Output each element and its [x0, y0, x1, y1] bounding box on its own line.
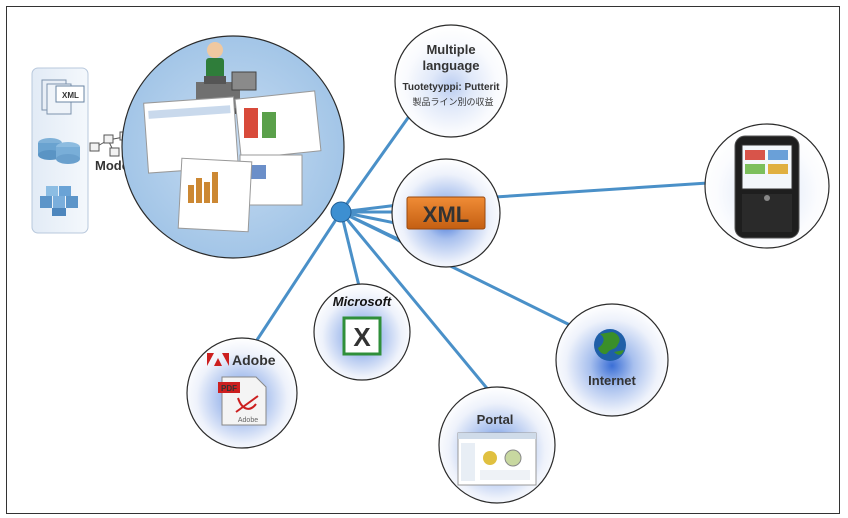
internet-bubble: Internet	[555, 303, 669, 417]
smartphone-icon	[734, 135, 800, 239]
internet-label: Internet	[588, 373, 636, 388]
diagram-frame	[6, 6, 840, 514]
adobe-pdf-bubble: Adobe PDF Adobe	[186, 337, 298, 449]
model-repository: XML	[31, 67, 89, 234]
connector-spoke-1	[340, 210, 401, 242]
database-cylinders-icon	[38, 138, 80, 164]
multiple-language-title-line2: language	[422, 58, 479, 73]
connector-to-portal	[339, 211, 497, 399]
portal-screenshot-icon	[457, 432, 537, 486]
multiple-language-title-line1: Multiple	[426, 42, 475, 57]
blackberry-bubble	[704, 123, 830, 249]
adobe-logo-icon	[207, 353, 229, 366]
microsoft-excel-bubble: Microsoft X	[313, 283, 411, 381]
connector-to-multiple-language	[339, 114, 412, 213]
pdf-label: PDF	[221, 384, 237, 393]
excel-icon	[342, 316, 382, 356]
pdf-document-icon: PDF Adobe	[218, 376, 267, 426]
adobe-small-label: Adobe	[238, 417, 258, 424]
japanese-sample-text: 製品ライン別の収益	[412, 96, 493, 108]
microsoft-label: Microsoft	[333, 294, 392, 309]
connector-xml-to-blackberry	[494, 181, 709, 199]
excel-letter: X	[353, 322, 371, 352]
adobe-label: Adobe	[232, 352, 276, 368]
analytics-bubble	[121, 35, 345, 259]
portal-bubble: Portal	[438, 386, 556, 504]
report-screens-icon	[143, 90, 322, 233]
multiple-language-bubble: Multiple language Tuotetyyppi: Putterit …	[394, 24, 508, 138]
finnish-sample-text: Tuotetyyppi: Putterit	[402, 82, 500, 93]
cube-stack-icon	[40, 186, 78, 216]
connector-to-adobe	[253, 211, 343, 344]
connector-to-microsoft	[339, 211, 362, 291]
xml-documents-icon: XML	[41, 79, 85, 115]
xml-badge	[406, 196, 486, 230]
globe-icon	[594, 329, 626, 361]
xml-small-label: XML	[62, 91, 79, 100]
connection-hub	[330, 201, 352, 223]
xml-bubble: XML	[391, 158, 501, 268]
xml-badge-label: XML	[423, 202, 469, 227]
portal-label: Portal	[477, 412, 514, 427]
